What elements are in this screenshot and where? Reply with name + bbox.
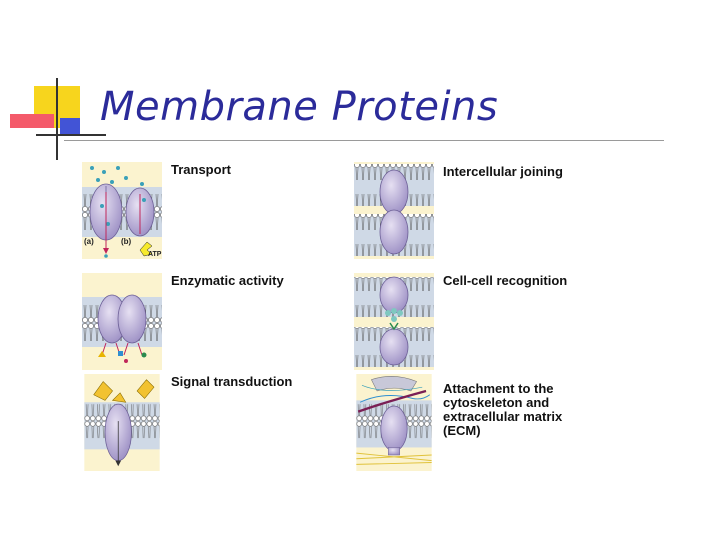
intercellular-joining-diagram — [354, 162, 434, 259]
transport-sub-label-a: (a) — [84, 237, 94, 246]
deco-vertical-line — [56, 78, 58, 160]
deco-pink-bar — [10, 114, 54, 128]
slide-title: Membrane Proteins — [100, 84, 499, 130]
cell-cell-recognition-diagram — [354, 273, 434, 370]
attachment-ecm-diagram — [356, 374, 432, 471]
intercellular-joining-label: Intercellular joining — [443, 164, 563, 179]
deco-horizontal-line — [36, 134, 106, 136]
deco-blue-square — [60, 118, 80, 134]
atp-label: ATP — [148, 251, 162, 258]
enzymatic-activity-label: Enzymatic activity — [171, 273, 284, 288]
signal-transduction-diagram — [84, 374, 160, 471]
transport-diagram — [82, 162, 162, 259]
cell-cell-recognition-label: Cell-cell recognition — [443, 273, 568, 288]
transport-label: Transport — [171, 162, 231, 177]
attachment-ecm-label: Attachment to the cytoskeleton and extra… — [443, 381, 563, 438]
enzymatic-activity-diagram — [82, 273, 162, 370]
signal-transduction-label: Signal transduction — [171, 374, 293, 389]
title-rule — [64, 140, 664, 141]
transport-sub-label-b: (b) — [121, 237, 132, 246]
